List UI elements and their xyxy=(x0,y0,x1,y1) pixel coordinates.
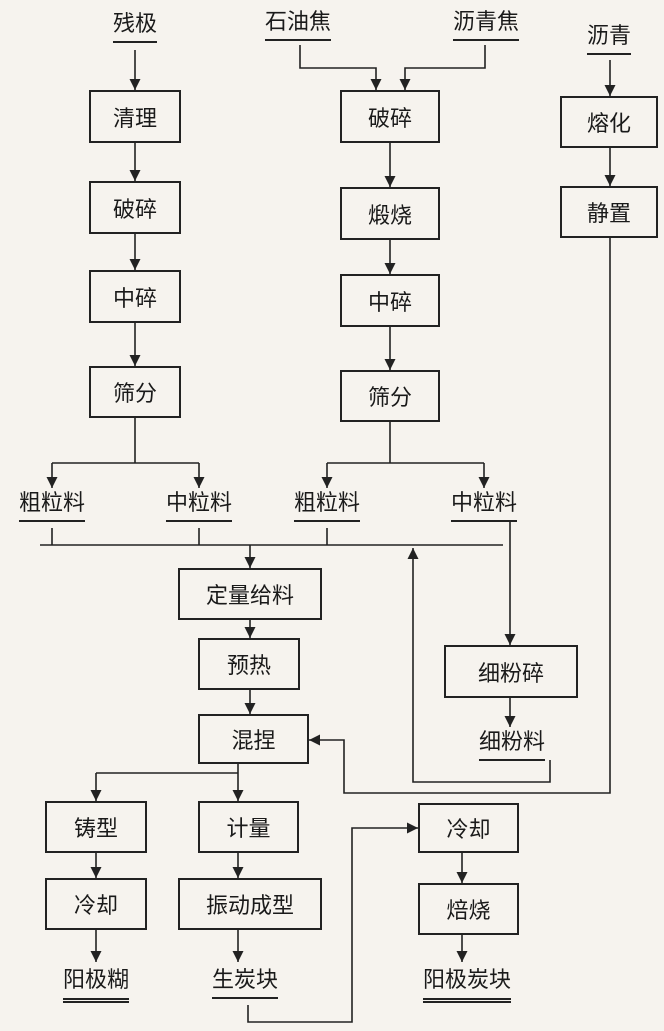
label-coarse-left: 粗粒料 xyxy=(18,493,86,522)
step-screen-left: 筛分 xyxy=(89,366,181,418)
label-anode-scrap: 残极 xyxy=(112,14,158,43)
step-cool-left: 冷却 xyxy=(45,878,147,930)
step-crush-left: 破碎 xyxy=(89,181,181,234)
label-medium-left: 中粒料 xyxy=(165,493,233,522)
step-clean: 清理 xyxy=(89,90,181,143)
product-anode-block: 阳极炭块 xyxy=(422,970,512,1003)
step-calcine: 煅烧 xyxy=(340,187,440,240)
step-dosing: 定量给料 xyxy=(178,568,322,620)
arrow-pitchcoke-to-crush xyxy=(399,45,486,90)
step-bake: 焙烧 xyxy=(418,883,519,935)
step-melt: 熔化 xyxy=(560,96,658,148)
label-pitch-coke: 沥青焦 xyxy=(452,12,520,41)
step-crush-mid: 破碎 xyxy=(340,90,440,143)
step-vibro-form: 振动成型 xyxy=(178,878,322,930)
label-coarse-mid: 粗粒料 xyxy=(293,493,361,522)
step-meter: 计量 xyxy=(198,801,299,853)
arrow-petcoke-to-crush xyxy=(299,45,382,90)
label-pitch: 沥青 xyxy=(586,26,632,55)
arrow-pitch-to-knead xyxy=(309,238,611,794)
label-petroleum-coke: 石油焦 xyxy=(264,12,332,41)
step-knead: 混捏 xyxy=(198,714,309,764)
label-medium-mid: 中粒料 xyxy=(450,493,518,522)
arrow-powder-return xyxy=(407,548,551,783)
step-screen-mid: 筛分 xyxy=(340,370,440,422)
step-preheat: 预热 xyxy=(198,638,300,690)
step-mid-crush-left: 中碎 xyxy=(89,270,181,323)
step-cast: 铸型 xyxy=(45,801,147,853)
step-mid-crush-mid: 中碎 xyxy=(340,274,440,327)
product-anode-paste: 阳极糊 xyxy=(62,970,130,1003)
step-cool-right: 冷却 xyxy=(418,803,519,853)
arrow-green-to-cool xyxy=(247,822,418,1023)
step-fine-grind: 细粉碎 xyxy=(444,645,578,698)
label-green-block: 生炭块 xyxy=(211,970,279,999)
label-fine-powder: 细粉料 xyxy=(478,732,546,761)
step-settle: 静置 xyxy=(560,186,658,238)
